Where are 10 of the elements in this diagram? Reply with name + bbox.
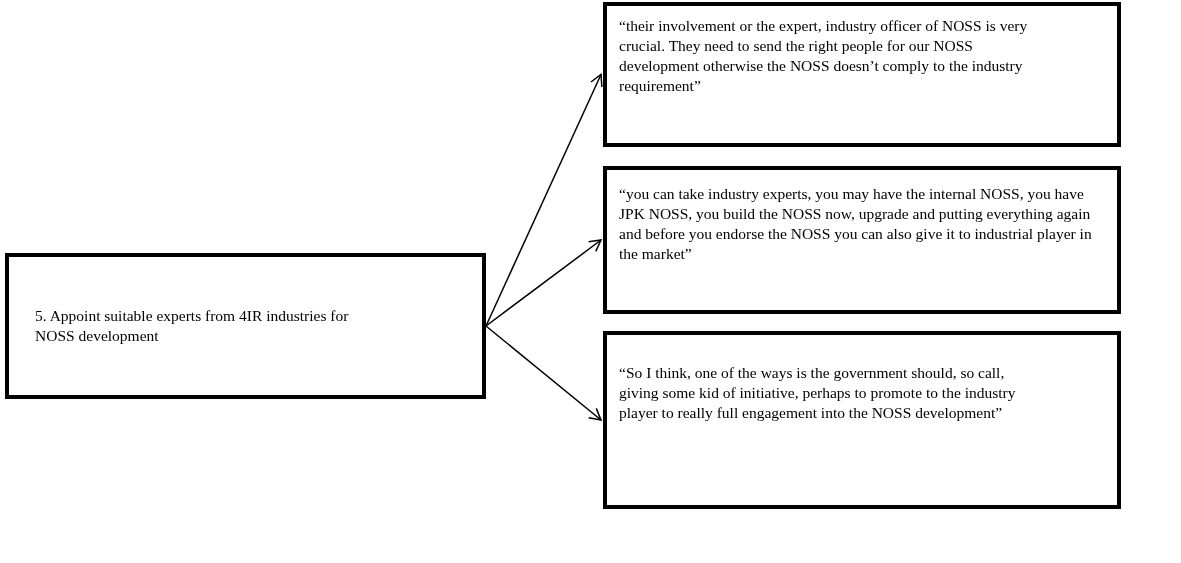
arrow [485, 325, 602, 421]
strategy-text: 5. Appoint suitable experts from 4IR industries for NOSS development [35, 306, 350, 346]
text-box [603, 331, 1121, 509]
arrow [485, 239, 602, 327]
quote-text: “their involvement or the expert, industry officer of NOSS is very crucial. They need to send the right people for our NOSS development otherwise the NOSS doesn’t comply to the industry requirement” [619, 16, 1029, 96]
quote-text: “you can take industry experts, you may have the internal NOSS, you have JPK NOSS, you build the NOSS now, upgrade and putting everything again and before you endorse the NOSS you can also give it to industrial player in the market” [619, 184, 1093, 264]
text-box [603, 166, 1121, 314]
text-box [5, 253, 486, 399]
text-box [603, 2, 1121, 147]
quote-text: “So I think, one of the ways is the government should, so call, giving some kid of initiative, perhaps to promote to the industry player to really full engagement into the NOSS development” [619, 363, 1017, 423]
